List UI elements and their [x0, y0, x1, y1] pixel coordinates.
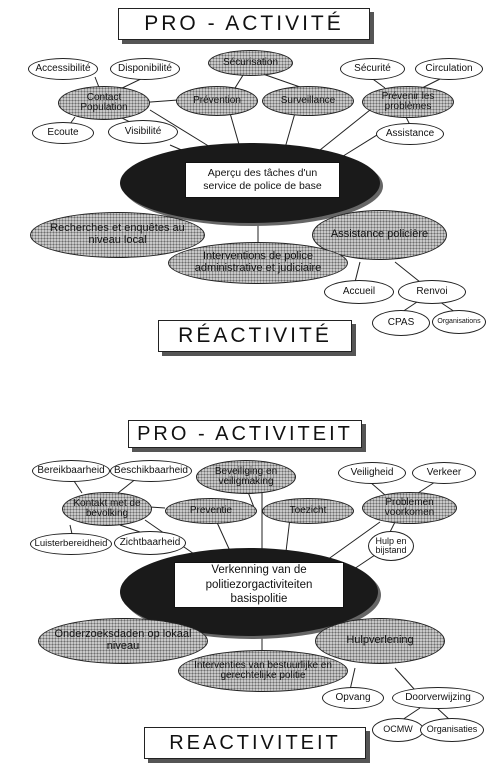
node-onderzoeksdaden: Onderzoeksdaden op lokaal niveau — [38, 618, 208, 664]
node-circulation: Circulation — [415, 58, 483, 80]
node-securisation: Sécurisation — [208, 50, 293, 76]
node-disponibilite: Disponibilité — [110, 58, 180, 80]
node-kontakt-bevolking: Kontakt met de bevolking — [62, 492, 152, 526]
node-luisterbereidheid: Luisterbereidheid — [30, 533, 112, 555]
central-label-nl: Verkenning van de politiezorgactiviteite… — [174, 562, 344, 608]
title-proactiviteit: PRO - ACTIVITEIT — [128, 420, 362, 448]
node-toezicht: Toezicht — [262, 498, 354, 524]
node-beveiliging: Beveiliging en veiligmaking — [196, 460, 296, 494]
node-cpas: CPAS — [372, 310, 430, 336]
node-interventies: Interventies van bestuurlijke en gerecht… — [178, 650, 348, 692]
node-accueil: Accueil — [324, 280, 394, 304]
node-prevention: Prévention — [176, 86, 258, 116]
node-recherches: Recherches et enquêtes au niveau local — [30, 212, 205, 258]
node-bereikbaarheid: Bereikbaarheid — [32, 460, 110, 482]
node-opvang: Opvang — [322, 687, 384, 709]
node-hulp-bijstand: Hulp en bijstand — [368, 531, 414, 561]
node-organisations: Organisations — [432, 310, 486, 334]
node-securite: Sécurité — [340, 58, 405, 80]
node-visibilite: Visibilité — [108, 120, 178, 144]
node-hulpverlening: Hulpverlening — [315, 618, 445, 664]
node-assistance: Assistance — [376, 123, 444, 145]
node-beschikbaarheid: Beschikbaarheid — [110, 460, 192, 482]
node-accessibilite: Accessibilité — [28, 58, 98, 80]
node-contact-population: Contact Population — [58, 86, 150, 120]
node-verkeer: Verkeer — [412, 462, 476, 484]
title-reactiviteit: REACTIVITEIT — [144, 727, 366, 759]
title-proactivite: PRO - ACTIVITÉ — [118, 8, 370, 40]
node-ecoute: Ecoute — [32, 122, 94, 144]
central-label-fr: Aperçu des tâches d'un service de police… — [185, 162, 340, 198]
node-doorverwijzing: Doorverwijzing — [392, 687, 484, 709]
node-preventie: Preventie — [165, 498, 257, 524]
node-veiligheid: Veiligheid — [338, 462, 406, 484]
node-ocmw: OCMW — [372, 718, 424, 742]
node-interventions: Interventions de police administrative e… — [168, 242, 348, 284]
node-prevenir-problemes: Prévenir les problèmes — [362, 86, 454, 118]
node-organisaties: Organisaties — [420, 718, 484, 742]
title-reactivite: RÉACTIVITÉ — [158, 320, 352, 352]
node-problemen-voorkomen: Problemen voorkomen — [362, 492, 457, 524]
node-renvoi: Renvoi — [398, 280, 466, 304]
node-surveillance: Surveillance — [262, 86, 354, 116]
node-zichtbaarheid: Zichtbaarheid — [114, 531, 186, 555]
